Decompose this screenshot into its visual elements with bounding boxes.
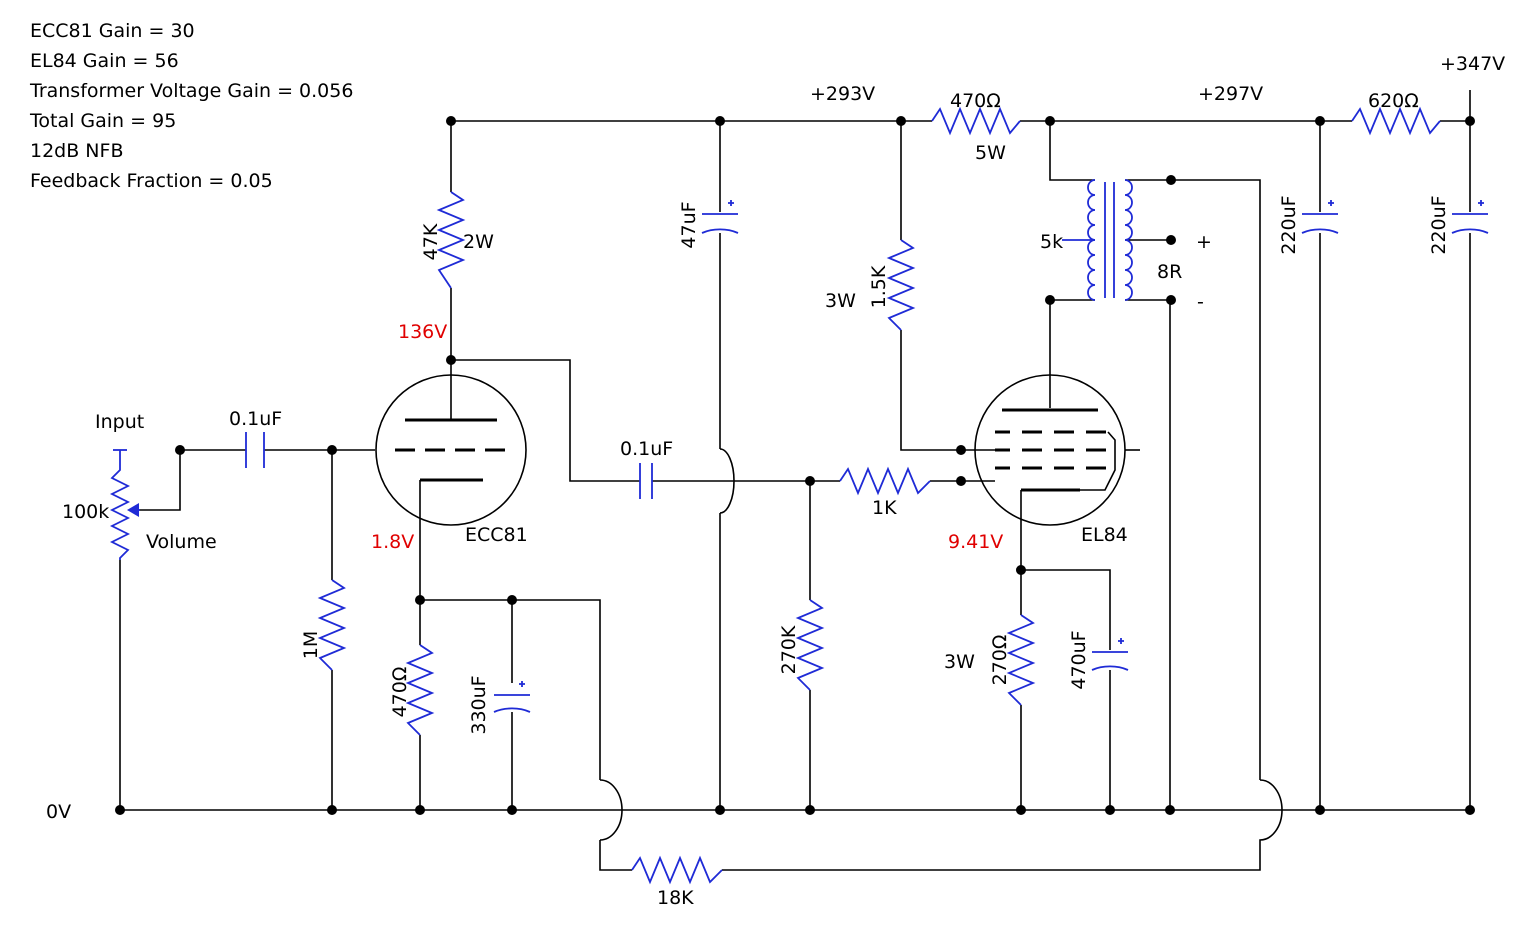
cathode-cap-1: [493, 694, 531, 713]
note-transformer-gain: Transformer Voltage Gain = 0.056: [30, 80, 354, 102]
output-plus-label: +: [1196, 231, 1212, 253]
dropper-resistor-1: [931, 106, 1021, 136]
anode-resistor-label: 47K: [420, 223, 442, 260]
decoupling-cap: [701, 213, 739, 234]
pot-resistor: [109, 450, 131, 560]
note-total-gain: Total Gain = 95: [30, 110, 177, 132]
dropper-resistor-1-power: 5W: [975, 142, 1006, 164]
labels: +293V +297V +347V 0V Input 100k Volume 0…: [46, 53, 1505, 909]
cathode-cap-1-label: 330uF: [468, 675, 490, 734]
reservoir-cap-1: [1301, 213, 1339, 234]
pot-arrow: [127, 503, 139, 517]
decoupling-cap-label: 47uF: [678, 201, 700, 248]
junction-dots: [115, 116, 1475, 815]
anode-resistor: [436, 191, 466, 289]
cathode-voltage-1: 1.8V: [371, 531, 414, 553]
dropper-resistor-2: [1351, 106, 1441, 136]
note-feedback-fraction: Feedback Fraction = 0.05: [30, 170, 273, 192]
cathode-cap-2: [1091, 651, 1129, 671]
ecc81-tube: [375, 374, 527, 526]
screen-resistor-label: 1.5K: [868, 265, 890, 308]
note-nfb: 12dB NFB: [30, 140, 124, 162]
cathode-resistor-2-power: 3W: [944, 651, 975, 673]
cathode-voltage-2: 9.41V: [948, 531, 1003, 553]
grid-stopper-label: 1K: [872, 497, 897, 519]
reservoir-cap-1-label: 220uF: [1278, 195, 1300, 254]
pot-name-label: Volume: [146, 531, 217, 553]
feedback-resistor-label: 18K: [657, 887, 694, 909]
note-ecc81-gain: ECC81 Gain = 30: [30, 20, 195, 42]
ecc81-label: ECC81: [465, 524, 528, 546]
cathode-resistor-1-label: 470Ω: [389, 667, 411, 718]
el84-label: EL84: [1081, 524, 1128, 546]
grid-resistor-label: 1M: [300, 631, 322, 659]
dropper-resistor-1-label: 470Ω: [950, 90, 1001, 112]
ground-label: 0V: [46, 801, 71, 823]
transformer-primary-label: 5k: [1040, 231, 1063, 253]
input-cap: [245, 432, 265, 468]
anode-voltage: 136V: [398, 321, 447, 343]
reservoir-cap-2-label: 220uF: [1428, 195, 1450, 254]
rail-297v: +297V: [1198, 83, 1263, 105]
el84-tube: [974, 374, 1140, 526]
input-label: Input: [95, 411, 144, 433]
cathode-resistor-2-label: 270Ω: [989, 635, 1011, 686]
dropper-resistor-2-label: 620Ω: [1368, 90, 1419, 112]
grid-resistor: [317, 579, 347, 671]
pot-value-label: 100k: [62, 501, 109, 523]
output-transformer: [1062, 179, 1133, 301]
note-el84-gain: EL84 Gain = 56: [30, 50, 179, 72]
coupling-cap: [639, 463, 653, 499]
reservoir-cap-2: [1451, 213, 1489, 234]
anode-resistor-power: 2W: [463, 231, 494, 253]
cathode-cap-2-label: 470uF: [1068, 630, 1090, 689]
output-minus-label: -: [1197, 291, 1204, 313]
feedback-resistor: [631, 855, 723, 885]
grid-resistor-2: [795, 599, 825, 691]
grid-resistor-2-label: 270K: [778, 625, 800, 674]
cathode-resistor-2: [1006, 614, 1036, 706]
components: [109, 106, 1489, 885]
input-cap-label: 0.1uF: [229, 408, 282, 430]
grid-stopper: [839, 466, 931, 496]
screen-resistor-power: 3W: [825, 290, 856, 312]
rail-347v: +347V: [1440, 53, 1505, 75]
screen-resistor: [886, 239, 916, 331]
cathode-resistor-1: [405, 644, 435, 736]
rail-293v: +293V: [810, 83, 875, 105]
transformer-secondary-label: 8R: [1157, 261, 1182, 283]
coupling-cap-label: 0.1uF: [620, 438, 673, 460]
wires: [119, 90, 1471, 871]
